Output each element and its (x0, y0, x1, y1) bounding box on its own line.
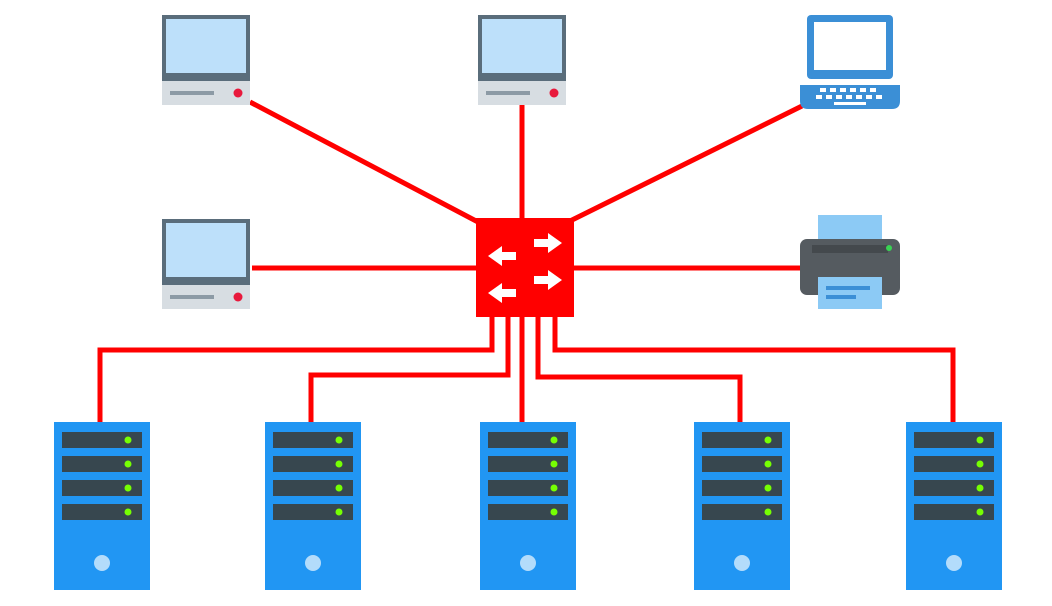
desktop-middle-left (162, 219, 250, 309)
server-icon (480, 422, 576, 590)
link-desktop-top-left (248, 99, 480, 225)
desktop-computer-icon (162, 15, 250, 105)
printer-icon (800, 215, 900, 309)
network-switch-icon (476, 218, 574, 317)
server-5 (906, 422, 1002, 590)
switch-hub (476, 218, 574, 317)
server-icon (906, 422, 1002, 590)
server-icon (694, 422, 790, 590)
link-server-5 (552, 316, 956, 424)
laptop-icon (800, 15, 900, 109)
server-1 (54, 422, 150, 590)
network-links (97, 99, 956, 424)
link-laptop-top-right (566, 103, 804, 225)
desktop-computer-icon (478, 15, 566, 105)
link-server-1 (97, 316, 495, 424)
server-icon (265, 422, 361, 590)
server-icon (54, 422, 150, 590)
desktop-computer-icon (162, 219, 250, 309)
laptop-top-right (800, 15, 900, 109)
link-server-2 (308, 316, 511, 424)
printer-middle-right (800, 215, 900, 309)
server-2 (265, 422, 361, 590)
desktop-top-left (162, 15, 250, 105)
server-4 (694, 422, 790, 590)
server-3 (480, 422, 576, 590)
desktop-top-center (478, 15, 566, 105)
link-server-4 (535, 316, 743, 424)
switch-arrows-icon (488, 233, 562, 303)
